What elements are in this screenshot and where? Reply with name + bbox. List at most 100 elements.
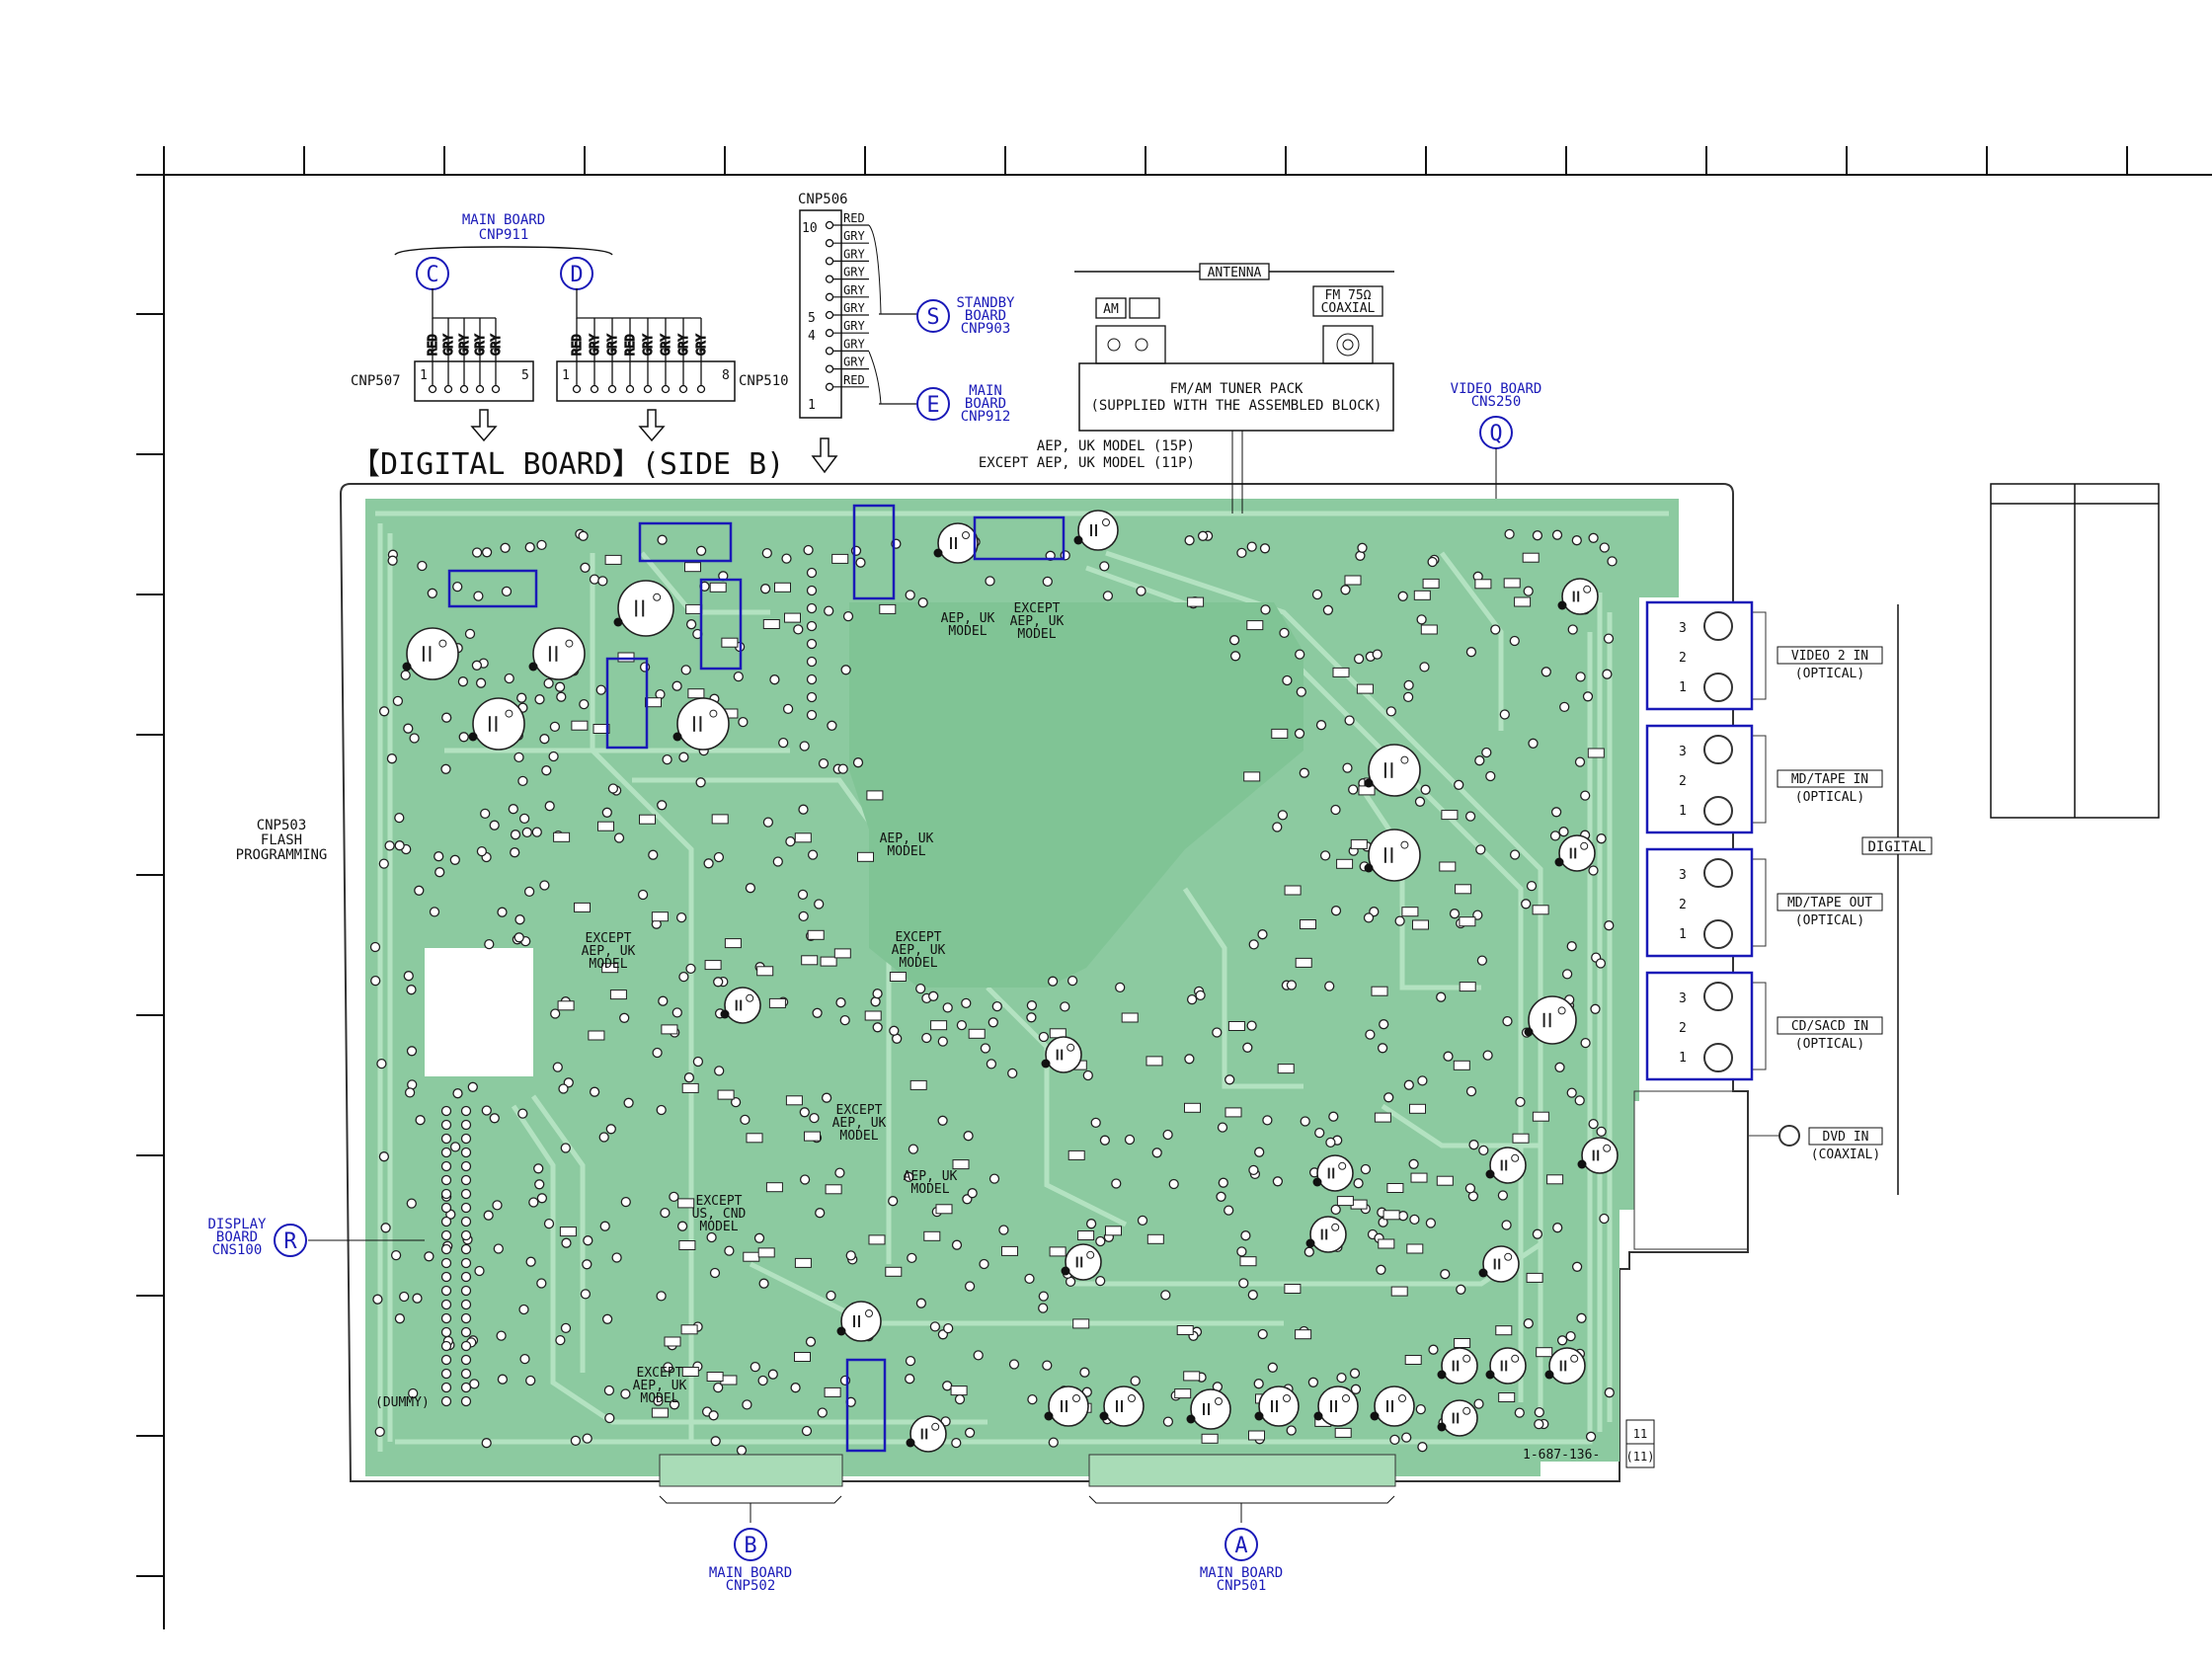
dummy-label: (DUMMY)	[375, 1395, 430, 1410]
cnp911-header: MAIN BOARD CNP911	[394, 212, 613, 256]
jack-label: VIDEO 2 IN	[1791, 649, 1868, 664]
display-line3: CNS100	[212, 1242, 263, 1258]
cnp506-wire: GRY	[843, 356, 865, 369]
jack-sub: (OPTICAL)	[1795, 667, 1864, 681]
board-outline	[339, 483, 1749, 1482]
cnp510-pin-first: 1	[562, 368, 570, 383]
cnp510-wire: GRY	[605, 334, 619, 356]
cnp506-wire: GRY	[843, 266, 865, 279]
note-model-e: MODEL	[589, 957, 627, 972]
cnp506-wire: GRY	[843, 337, 865, 351]
video-line1: VIDEO BOARD	[1451, 381, 1542, 397]
cnp506-block: CNP506 10 5 4 1 REDGRYGRYGRYGRYGRYGRYGRY…	[798, 192, 882, 474]
cnp507-pin-last: 5	[521, 368, 529, 383]
cnp911-name: CNP911	[479, 227, 529, 243]
ref-box-bottom: (11)	[1626, 1450, 1655, 1464]
jack-pin: 1	[1679, 680, 1687, 695]
note-aep-i: AEP, UK	[633, 1379, 687, 1393]
cnp510-label: CNP510	[739, 373, 789, 389]
standby-line1: STANDBY	[956, 295, 1015, 311]
cnp510-wire: GRY	[588, 334, 601, 356]
cnp501-line1: MAIN BOARD	[1200, 1565, 1283, 1581]
standby-line2: BOARD	[965, 308, 1006, 324]
jack-pin: 2	[1679, 898, 1687, 912]
jack-label: DVD IN	[1823, 1130, 1869, 1145]
tag-r: R	[283, 1229, 297, 1254]
tag-e: E	[926, 393, 939, 418]
main912-line3: CNP912	[961, 409, 1011, 425]
cnp506-pin-5: 5	[808, 311, 816, 326]
cnp506-wire: GRY	[843, 319, 865, 333]
tag-s: S	[926, 305, 939, 330]
board-id: 1-687-136-	[1523, 1448, 1600, 1463]
cnp506-pin-4: 4	[808, 329, 816, 344]
frame-ruler	[136, 146, 2212, 1629]
cnp507-wire: GRY	[473, 334, 487, 356]
cnp502-line2: CNP502	[726, 1578, 776, 1594]
side-table	[1990, 483, 2160, 819]
jack-label: CD/SACD IN	[1791, 1019, 1868, 1034]
digital-label: DIGITAL	[1867, 839, 1926, 855]
note-aep-b: AEP, UK	[1010, 614, 1065, 629]
note-aep-d: AEP, UK	[892, 943, 946, 958]
cnp506-pin-1: 1	[808, 398, 816, 413]
jack-pin: 3	[1679, 991, 1687, 1006]
tag-a: A	[1234, 1534, 1247, 1558]
cnp510-wire: RED	[570, 334, 584, 356]
note-model-c: MODEL	[887, 844, 925, 859]
note-aep-g: AEP, UK	[904, 1169, 958, 1184]
cnp510-wire: GRY	[694, 334, 708, 356]
jack-label: MD/TAPE IN	[1791, 772, 1868, 787]
jack-pin: 3	[1679, 745, 1687, 759]
note-aep-e: AEP, UK	[582, 944, 636, 959]
digital-group: DIGITAL	[1861, 604, 1933, 1195]
cnp507-wire: GRY	[441, 334, 455, 356]
note-us-h: US, CND	[692, 1207, 747, 1222]
cnp506-wire: GRY	[843, 283, 865, 297]
jack-pin: 3	[1679, 621, 1687, 636]
jack-label: MD/TAPE OUT	[1787, 896, 1872, 911]
jack-pin: 1	[1679, 804, 1687, 819]
note-aep-c: AEP, UK	[880, 832, 934, 846]
cnp506-wire: GRY	[843, 301, 865, 315]
cnp502-ref: B MAIN BOARD CNP502	[659, 1454, 843, 1594]
main912-ref: E MAIN BOARD CNP912	[879, 383, 1010, 425]
cnp507-wire: GRY	[457, 334, 471, 356]
note-model-d: MODEL	[899, 956, 937, 971]
tag-q: Q	[1489, 422, 1502, 446]
copper-notch	[425, 948, 533, 1076]
note-model-i: MODEL	[640, 1391, 678, 1406]
cnp506-wire: GRY	[843, 229, 865, 243]
board-title: 【DIGITAL BOARD】(SIDE B)	[351, 447, 784, 482]
note-model-g: MODEL	[910, 1182, 949, 1197]
cnp510-wire: GRY	[659, 334, 672, 356]
tag-d: D	[570, 263, 583, 287]
antenna-label: ANTENNA	[1208, 266, 1262, 280]
fm-label: FM 75Ω	[1325, 288, 1372, 303]
cnp503-line2: FLASH	[261, 832, 302, 848]
cnp507-label: CNP507	[351, 373, 401, 389]
tag-b: B	[744, 1534, 756, 1558]
jack-sub: (COAXIAL)	[1811, 1148, 1880, 1162]
jack-sub: (OPTICAL)	[1795, 913, 1864, 928]
note-aep-f: AEP, UK	[832, 1116, 887, 1131]
tuner-sub: (SUPPLIED WITH THE ASSEMBLED BLOCK)	[1090, 398, 1382, 414]
jack-pin: 1	[1679, 927, 1687, 942]
jack-pin: 2	[1679, 1021, 1687, 1036]
jack-sub: (OPTICAL)	[1795, 790, 1864, 805]
note-model-h: MODEL	[699, 1220, 738, 1234]
jack-pin: 2	[1679, 774, 1687, 789]
jack-pin: 3	[1679, 868, 1687, 883]
cnp501-line2: CNP501	[1217, 1578, 1267, 1594]
cnp510-pin-last: 8	[722, 368, 730, 383]
jack-pin: 2	[1679, 651, 1687, 666]
jack-pin: 1	[1679, 1051, 1687, 1066]
capacitor-field	[402, 510, 1619, 1453]
cnp501-ref: A MAIN BOARD CNP501	[1088, 1454, 1396, 1594]
main912-line2: BOARD	[965, 396, 1006, 412]
main912-line1: MAIN	[969, 383, 1002, 399]
cnp503-ref: CNP503 FLASH PROGRAMMING	[236, 818, 328, 863]
